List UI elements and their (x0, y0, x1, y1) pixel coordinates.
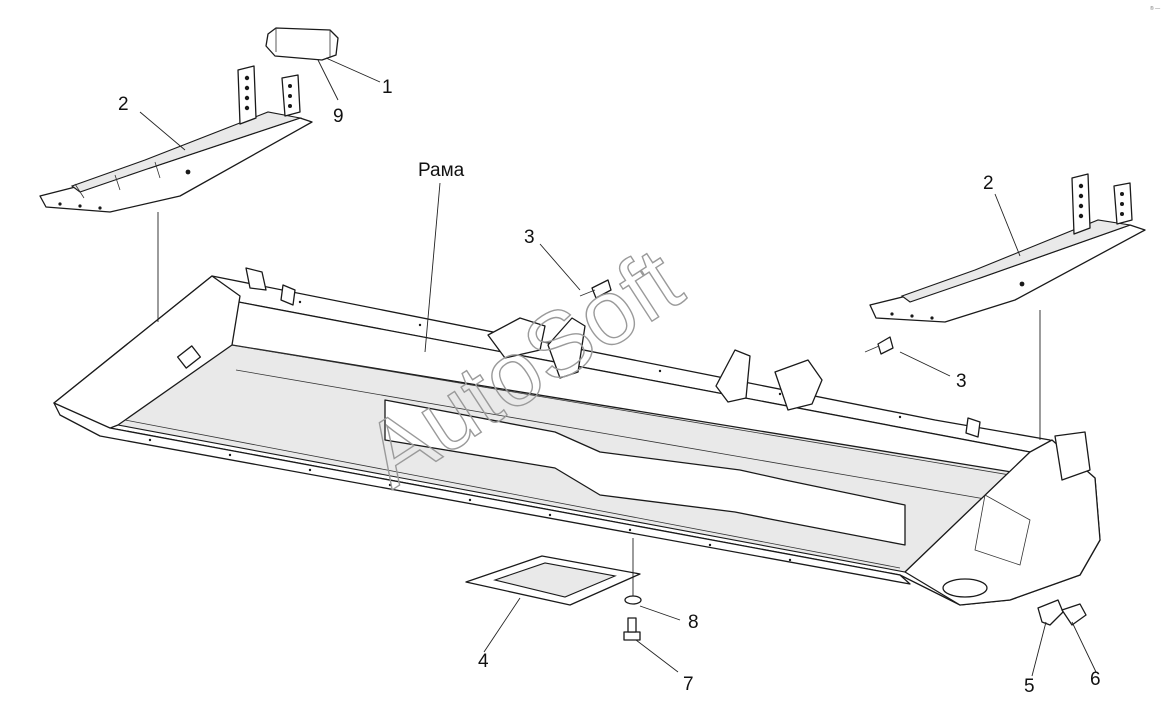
frame-assembly (53, 267, 1101, 606)
callout-frame: Рама (418, 160, 465, 181)
bolt-bottom (623, 617, 641, 641)
callout-5: 5 (1024, 676, 1035, 697)
callout-8: 8 (688, 612, 699, 633)
callout-3-right: 3 (956, 371, 967, 392)
bolt-right (864, 336, 894, 355)
skid-left (39, 65, 313, 213)
skid-right (869, 173, 1146, 323)
part-plate (465, 555, 641, 606)
corner-mark: ® — (1150, 5, 1160, 12)
bracket-6 (1061, 603, 1087, 626)
bolt-top (579, 279, 612, 299)
callout-9: 9 (333, 106, 344, 127)
callout-1: 1 (382, 77, 393, 98)
callout-2-right: 2 (983, 173, 994, 194)
bracket-5 (1037, 599, 1064, 626)
callout-7: 7 (683, 674, 694, 695)
callout-4: 4 (478, 651, 489, 672)
callout-6: 6 (1090, 669, 1101, 690)
leader-lines (139, 57, 1097, 677)
washer (624, 595, 642, 605)
callout-3-top: 3 (524, 227, 535, 248)
part-cap (265, 27, 339, 61)
callout-2-left: 2 (118, 94, 129, 115)
